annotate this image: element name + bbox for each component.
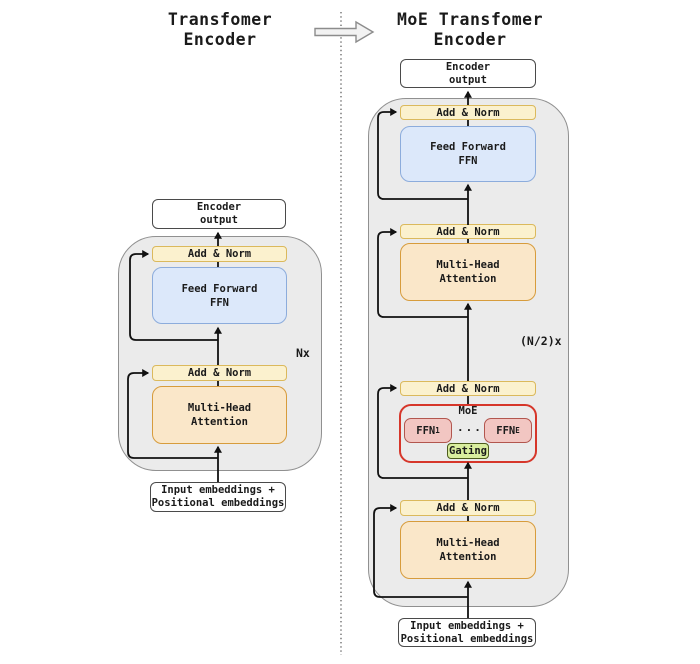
right-add-norm-1: Add & Norm	[400, 105, 536, 120]
right-feed-forward-ffn-box: Feed Forward FFN	[400, 126, 536, 182]
left-repeat-count-label: Nx	[296, 346, 310, 360]
moe-expert-ffn-1-label: FFN	[416, 424, 436, 437]
right-input-embeddings-box: Input embeddings + Positional embeddings	[398, 618, 536, 647]
left-multi-head-attention-box: Multi-Head Attention	[152, 386, 287, 444]
right-multi-head-attention-box-1: Multi-Head Attention	[400, 243, 536, 301]
left-add-norm-top: Add & Norm	[152, 246, 287, 262]
right-add-norm-3: Add & Norm	[400, 381, 536, 396]
right-repeat-count-label: (N/2)x	[520, 334, 562, 348]
right-add-norm-4: Add & Norm	[400, 500, 536, 516]
right-panel-title: MoE Transfomer Encoder	[396, 10, 544, 49]
left-encoder-output-box: Encoder output	[152, 199, 286, 229]
left-panel-title: Transfomer Encoder	[167, 10, 273, 49]
left-add-norm-bottom: Add & Norm	[152, 365, 287, 381]
left-input-embeddings-box: Input embeddings + Positional embeddings	[150, 482, 286, 512]
left-feed-forward-ffn-box: Feed Forward FFN	[152, 267, 287, 324]
moe-gating-box: Gating	[447, 443, 489, 459]
moe-ellipsis: ...	[457, 421, 483, 434]
transform-arrow-icon	[314, 20, 375, 44]
right-multi-head-attention-box-2: Multi-Head Attention	[400, 521, 536, 579]
moe-label: MoE	[458, 405, 478, 417]
right-encoder-output-box: Encoder output	[400, 59, 536, 88]
right-add-norm-2: Add & Norm	[400, 224, 536, 239]
moe-expert-ffn-e-label: FFN	[496, 424, 516, 437]
